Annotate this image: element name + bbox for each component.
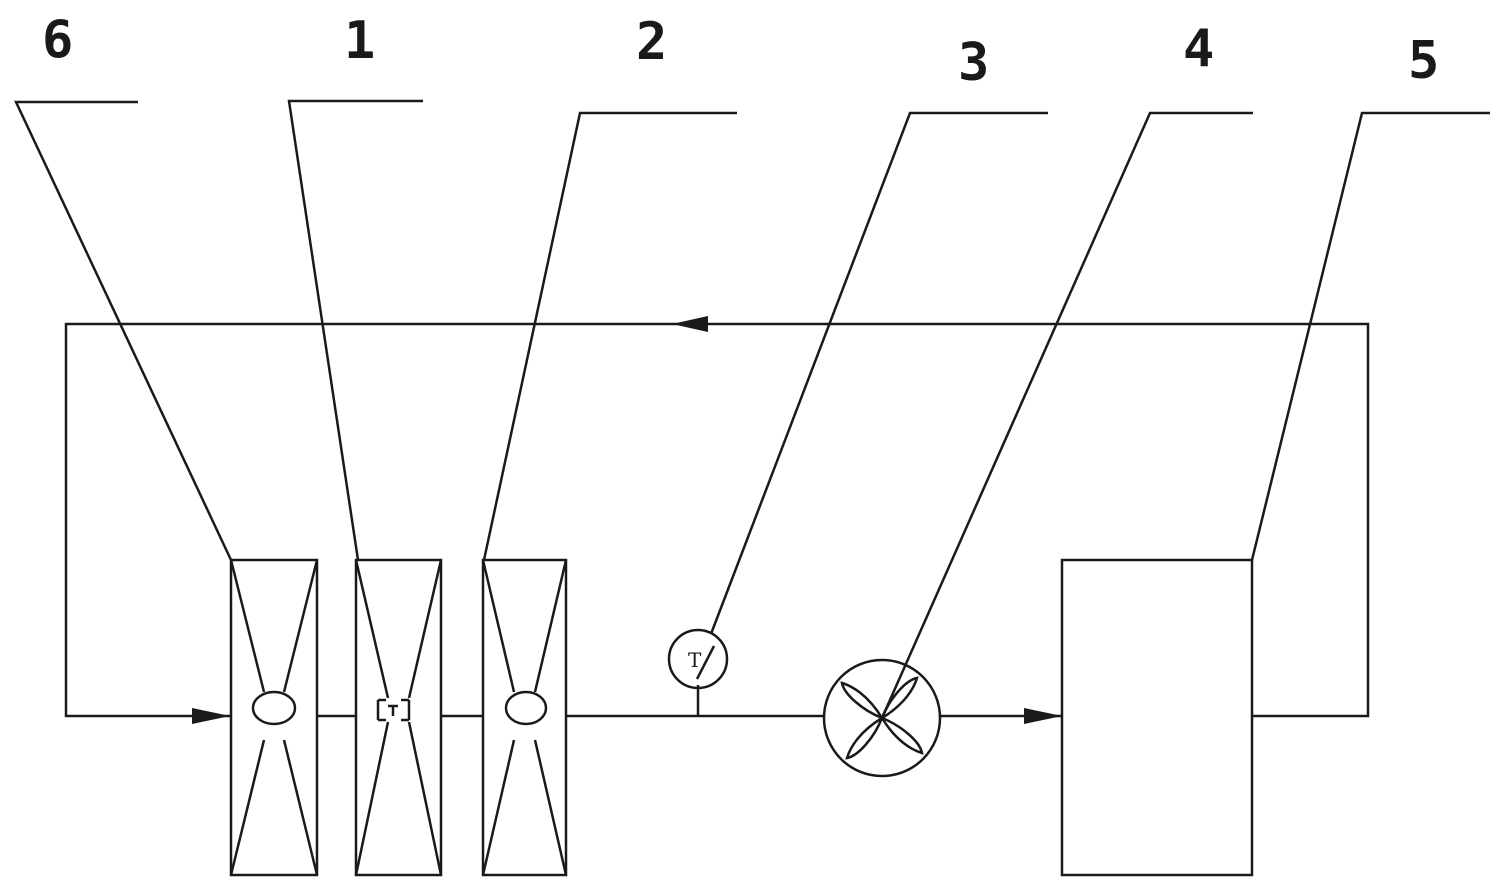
gauge-letter: T	[688, 648, 702, 672]
flow-arrow-top	[672, 316, 708, 332]
component-4-pump	[822, 658, 942, 778]
return-pipe	[64, 316, 1370, 724]
label-3: 3	[958, 33, 989, 93]
flow-arrow-inlet	[192, 708, 230, 724]
leader-6	[14, 100, 233, 561]
component-2-valve-box	[481, 558, 568, 877]
label-5: 5	[1408, 31, 1439, 91]
main-pipe	[317, 708, 1062, 724]
leader-1	[287, 99, 423, 561]
leader-2	[482, 111, 737, 561]
leader-lines	[14, 99, 1490, 719]
label-6: 6	[42, 10, 73, 70]
leader-5	[1250, 111, 1490, 561]
reference-numerals: 6 1 2 3 4 5	[42, 10, 1439, 93]
component-3-temperature-gauge: T	[667, 628, 729, 716]
label-1: 1	[344, 11, 375, 71]
leader-4	[880, 111, 1253, 719]
flow-arrow-to-box	[1024, 708, 1062, 724]
label-4: 4	[1183, 19, 1214, 79]
component-1-valve-box	[354, 558, 443, 877]
label-2: 2	[636, 12, 667, 72]
component-5-box	[1060, 558, 1254, 877]
component-6-valve-box	[229, 558, 319, 877]
leader-3	[709, 111, 1048, 635]
